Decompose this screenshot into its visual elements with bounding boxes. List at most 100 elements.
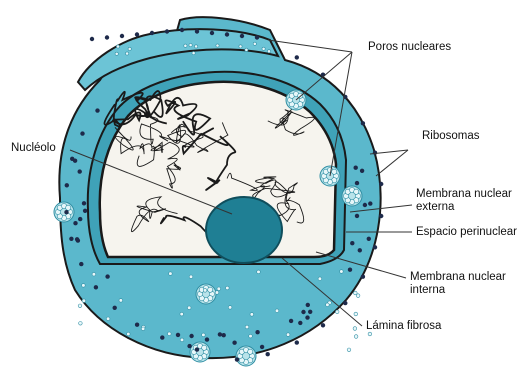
ribosome-dot bbox=[82, 201, 86, 205]
ribosome-dot bbox=[305, 315, 309, 319]
envelope-bubble bbox=[215, 291, 219, 295]
envelope-bubble bbox=[340, 270, 344, 274]
pore-subunit bbox=[66, 205, 71, 210]
envelope-bubble bbox=[189, 44, 192, 47]
ribosome-dot bbox=[189, 334, 193, 338]
pore-subunit bbox=[248, 349, 253, 354]
envelope-bubble bbox=[335, 310, 339, 314]
ribosome-dot bbox=[95, 108, 99, 112]
envelope-bubble bbox=[275, 309, 279, 313]
ribosome-dot bbox=[348, 268, 352, 272]
ribosome-dot bbox=[83, 209, 87, 213]
ribosome-dot bbox=[94, 285, 98, 289]
ribosome-dot bbox=[150, 31, 154, 35]
ribosome-dot bbox=[368, 201, 372, 205]
ribosome-dot bbox=[160, 335, 164, 339]
envelope-bubble bbox=[354, 335, 358, 339]
pore-subunit bbox=[202, 345, 207, 350]
envelope-bubble bbox=[250, 313, 254, 317]
ribosome-dot bbox=[308, 310, 312, 314]
envelope-bubble bbox=[168, 332, 172, 336]
envelope-bubble bbox=[192, 52, 195, 55]
envelope-bubble bbox=[202, 333, 206, 337]
ribosome-dot bbox=[78, 169, 82, 173]
ribosome-dot bbox=[379, 214, 383, 218]
envelope-bubble bbox=[354, 291, 358, 295]
envelope-bubble bbox=[347, 348, 351, 352]
envelope-bubble bbox=[184, 44, 187, 47]
ribosome-dot bbox=[355, 181, 359, 185]
ribosome-dot bbox=[373, 245, 377, 249]
envelope-bubble bbox=[318, 277, 322, 281]
envelope-bubble bbox=[128, 47, 131, 50]
envelope-bubble bbox=[203, 289, 207, 293]
ribosome-dot bbox=[266, 352, 270, 356]
ribosome-dot bbox=[135, 323, 139, 327]
ribosome-dot bbox=[367, 237, 371, 241]
pore-complex bbox=[342, 186, 362, 206]
label-lamina-fibrosa: Lámina fibrosa bbox=[366, 320, 441, 333]
envelope-bubble bbox=[116, 45, 119, 48]
leader-ribo-2 bbox=[376, 150, 408, 176]
ribosome-dot bbox=[255, 330, 259, 334]
pore-subunit bbox=[354, 189, 359, 194]
envelope-bubble bbox=[249, 334, 253, 338]
envelope-bubble bbox=[354, 312, 358, 316]
envelope-bubble bbox=[187, 306, 191, 310]
ribosome-dot bbox=[222, 333, 226, 337]
envelope-bubble bbox=[126, 52, 129, 55]
ribosome-dot bbox=[361, 121, 365, 125]
ribosome-dot bbox=[79, 262, 83, 266]
ribosome-dot bbox=[361, 275, 365, 279]
ribosome-dot bbox=[120, 34, 124, 38]
label-poros-nucleares: Poros nucleares bbox=[368, 41, 451, 54]
envelope-bubble bbox=[189, 275, 193, 279]
ribosome-dot bbox=[343, 301, 347, 305]
ribosome-dot bbox=[210, 31, 214, 35]
ribosome-dot bbox=[80, 131, 84, 135]
envelope-bubble bbox=[92, 272, 96, 276]
label-espacio-perinuclear: Espacio perinuclear bbox=[416, 226, 517, 239]
ribosome-dot bbox=[232, 341, 236, 345]
ribosome-dot bbox=[298, 321, 302, 325]
envelope-bubble bbox=[267, 50, 270, 53]
ribosome-dot bbox=[373, 151, 377, 155]
envelope-bubble bbox=[353, 327, 357, 331]
ribosome-dot bbox=[360, 169, 364, 173]
envelope-bubble bbox=[79, 322, 83, 326]
envelope-bubble bbox=[253, 42, 256, 45]
nucleolus bbox=[206, 197, 282, 263]
pore-complex bbox=[54, 202, 74, 222]
envelope-bubble bbox=[217, 287, 221, 291]
ribosome-dot bbox=[205, 337, 209, 341]
envelope-bubble bbox=[257, 270, 261, 274]
ribosome-dot bbox=[260, 345, 264, 349]
ribosome-dot bbox=[73, 159, 77, 163]
ribosome-dot bbox=[195, 347, 199, 351]
envelope-bubble bbox=[245, 325, 249, 329]
pore-complex bbox=[196, 284, 216, 304]
ribosome-dot bbox=[350, 241, 354, 245]
ribosome-dot bbox=[73, 221, 77, 225]
ribosome-dot bbox=[321, 323, 325, 327]
envelope-bubble bbox=[226, 286, 230, 290]
ribosome-dot bbox=[165, 29, 169, 33]
envelope-bubble bbox=[106, 317, 110, 321]
ribosome-dot bbox=[358, 248, 362, 252]
ribosome-dot bbox=[113, 306, 117, 310]
envelope-bubble bbox=[82, 299, 86, 303]
ribosome-dot bbox=[355, 214, 359, 218]
ribosome-dot bbox=[295, 55, 299, 59]
ribosome-dot bbox=[289, 319, 293, 323]
label-ribosomas: Ribosomas bbox=[422, 130, 480, 143]
ribosome-dot bbox=[195, 29, 199, 33]
envelope-bubble bbox=[326, 303, 330, 307]
ribosome-dot bbox=[295, 340, 299, 344]
ribosome-dot bbox=[176, 333, 180, 337]
envelope-bubble bbox=[216, 44, 219, 47]
ribosome-dot bbox=[105, 35, 109, 39]
envelope-bubble bbox=[228, 306, 232, 310]
envelope-bubble bbox=[195, 45, 198, 48]
envelope-bubble bbox=[286, 333, 290, 337]
ribosome-dot bbox=[90, 37, 94, 41]
